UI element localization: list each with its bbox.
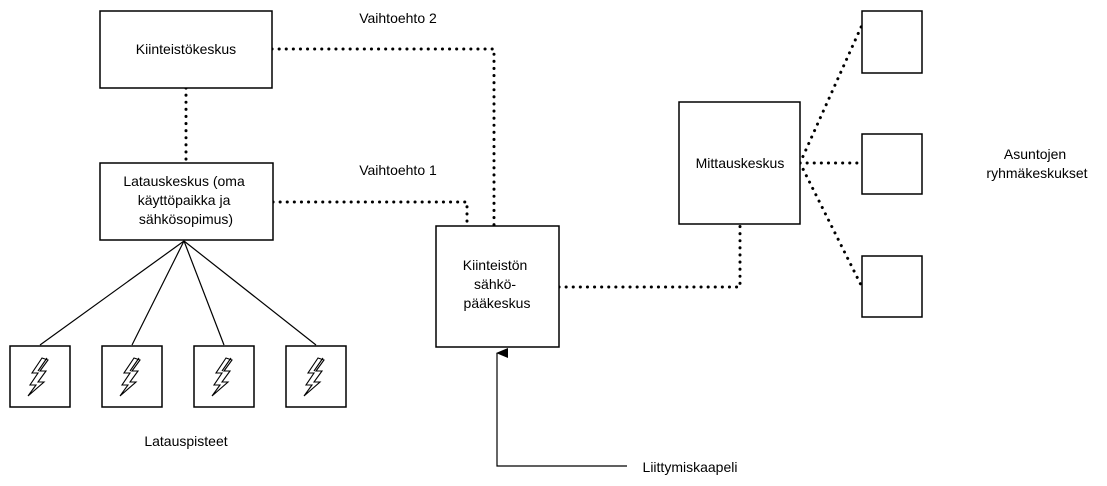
cable-charging-point-1 <box>39 240 185 346</box>
charging-point-3 <box>193 345 255 408</box>
kiinteistokeskus-box <box>99 10 273 89</box>
paakeskus-label-line-2: sähkö- <box>474 276 516 292</box>
connection-cable-label: Liittymiskaapeli <box>643 459 738 475</box>
mittauskeskus-label: Mittauskeskus <box>696 155 785 171</box>
group-centre-box-1 <box>861 10 923 74</box>
charging-point-4 <box>285 345 347 408</box>
connector-mittauskeskus-group-top <box>798 23 864 165</box>
latauskeskus-box <box>99 162 274 241</box>
connector-paakeskus-mittauskeskus <box>557 224 742 289</box>
latauskeskus-label-line-2: käyttöpaikka ja <box>138 192 231 208</box>
paakeskus-label-line-3: pääkeskus <box>464 295 531 311</box>
paakeskus-box <box>435 225 560 348</box>
cable-charging-point-4 <box>183 240 317 346</box>
connector-mittauskeskus-group-bottom <box>798 161 864 289</box>
connector-kiinteistokeskus-paakeskus <box>270 47 496 228</box>
cable-charging-point-3 <box>183 240 225 346</box>
mittauskeskus-box <box>678 101 801 225</box>
charging-point-1 <box>9 345 71 408</box>
group-centres-label-line-2: ryhmäkeskukset <box>986 165 1087 181</box>
latauskeskus-label-line-1: Latauskeskus (oma <box>123 173 245 189</box>
charging-point-2 <box>101 345 163 408</box>
group-centres-label: Asuntojen ryhmäkeskukset <box>986 146 1087 181</box>
option-2-label: Vaihtoehto 2 <box>359 10 437 26</box>
latauskeskus-label: Latauskeskus (oma käyttöpaikka ja sähkös… <box>123 173 248 227</box>
latauskeskus-label-line-3: sähkösopimus) <box>139 211 233 227</box>
group-centre-box-3 <box>861 255 923 318</box>
charging-points-label: Latauspisteet <box>144 433 227 449</box>
paakeskus-label: Kiinteistön sähkö- pääkeskus <box>463 257 531 311</box>
group-centres-label-line-1: Asuntojen <box>1004 146 1066 162</box>
paakeskus-label-line-1: Kiinteistön <box>463 257 528 273</box>
connector-latauskeskus-paakeskus <box>271 200 469 228</box>
kiinteistokeskus-label: Kiinteistökeskus <box>136 41 236 57</box>
cable-charging-point-2 <box>131 240 185 346</box>
group-centre-box-2 <box>861 133 923 195</box>
option-1-label: Vaihtoehto 1 <box>359 162 437 178</box>
connection-cable-arrow <box>496 348 627 467</box>
